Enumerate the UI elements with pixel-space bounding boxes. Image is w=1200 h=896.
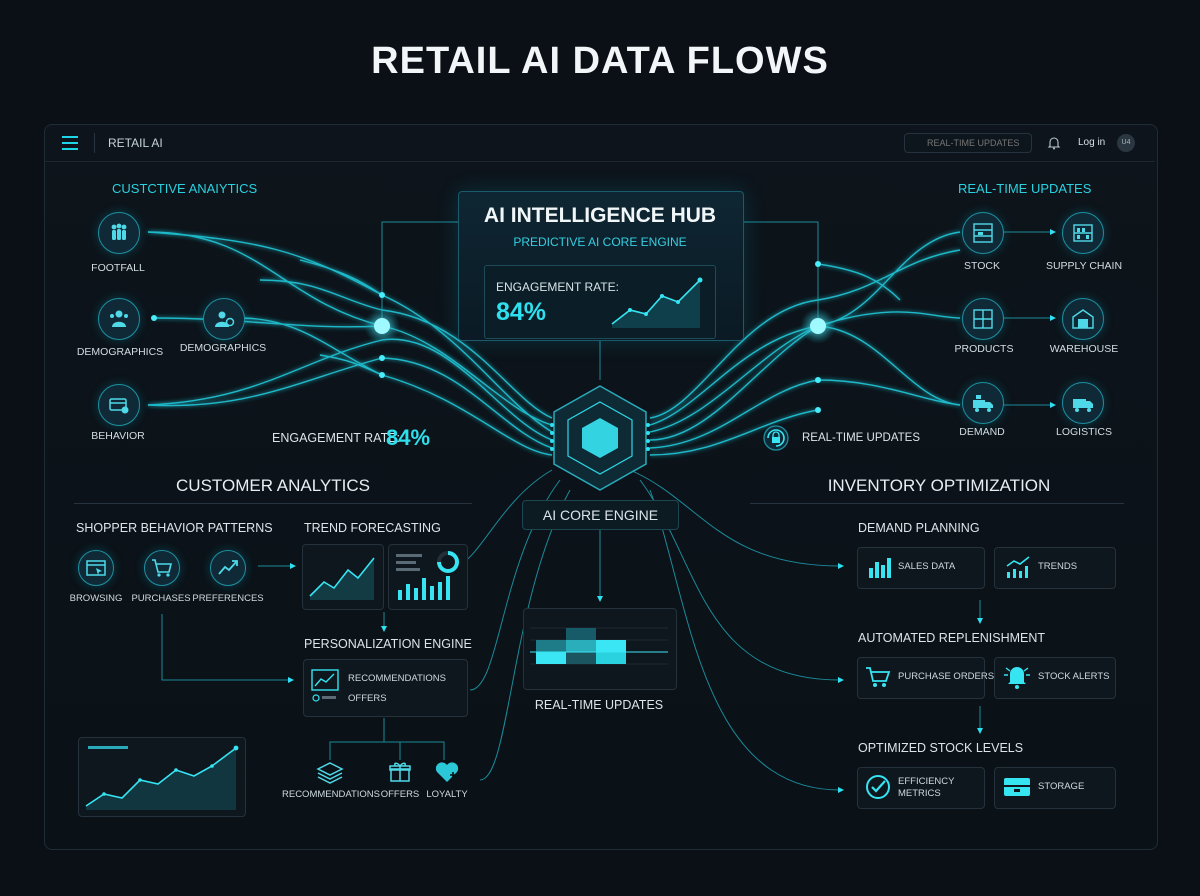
card-icon[interactable] [98,384,140,426]
personalization-card [303,659,468,717]
hub-engagement-value: 84% [496,298,547,326]
delivery-icon[interactable] [1062,382,1104,424]
search-input[interactable] [904,133,1032,153]
trends-label: TRENDS [1038,561,1078,572]
top-bar [45,125,1155,162]
rack-icon[interactable] [1062,212,1104,254]
customer-analytics-title: CUSTOMER ANALYTICS [176,476,370,495]
divider [750,503,1124,504]
people-icon[interactable] [98,212,140,254]
hub-engagement-label: ENGAGEMENT RATE: [496,280,619,294]
shopper-patterns-title: SHOPPER BEHAVIOR PATTERNS [76,521,273,535]
right-panel-header: REAL-TIME UPDATES [958,181,1092,196]
browsing-label: BROWSING [69,593,123,604]
profile-icon[interactable] [203,298,245,340]
engagement-trend-card [78,737,246,817]
footfall-label: FOOTFALL [91,262,145,274]
heart-icon[interactable] [434,760,460,784]
realtime-heatmap [530,627,668,665]
ai-core-engine-label: AI CORE ENGINE [522,500,679,530]
engagement-trend-chart [85,745,239,810]
shelf-icon[interactable] [962,212,1004,254]
sales-data-label: SALES DATA [898,561,956,572]
browser-icon[interactable] [78,550,114,586]
behavior-label: BEHAVIOR [91,430,145,442]
page-title: RETAIL AI DATA FLOWS [371,40,829,82]
output-recommendations-label: RECOMMENDATIONS [282,789,380,800]
supply-chain-label: SUPPLY CHAIN [1045,260,1123,272]
logistics-label: LOGISTICS [1055,426,1112,438]
hub-title: AI INTELLIGENCE HUB [483,204,717,227]
stock-levels-title: OPTIMIZED STOCK LEVELS [858,741,1024,755]
alert-bell-icon [1004,667,1030,689]
efficiency-metrics-label: EFFICIENCY METRICS [898,776,955,799]
products-label: PRODUCTS [954,343,1014,355]
gift-icon[interactable] [388,760,412,784]
personalization-offers: OFFERS [348,693,387,704]
trend-icon[interactable] [210,550,246,586]
avatar[interactable]: U4 [1117,134,1135,152]
cart-icon [866,667,891,687]
output-loyalty-label: LOYALTY [426,789,468,800]
warehouse-label: WAREHOUSE [1049,343,1119,355]
brand-name: RETAIL AI [108,136,163,150]
stock-label: STOCK [964,260,1000,272]
check-icon [866,775,890,799]
boxes-icon[interactable] [962,298,1004,340]
layers-icon[interactable] [316,761,344,785]
engagement-rate-value: 84% [386,425,431,450]
demand-planning-title: DEMAND PLANNING [858,521,980,535]
bars-icon [869,558,891,578]
ai-core-icon [550,385,650,491]
bell-icon[interactable] [1047,136,1061,150]
trends-card[interactable] [994,547,1116,589]
trend-forecast-chart [309,557,375,600]
preferences-label: PREFERENCES [192,593,264,604]
lock-refresh-icon [763,425,789,451]
personalization-engine-title: PERSONALIZATION ENGINE [304,637,472,651]
recommendation-screen-icon [311,669,339,702]
output-offers-label: OFFERS [380,789,420,800]
stock-alerts-label: STOCK ALERTS [1038,671,1110,682]
left-panel-header: CUSTCTIVE ANAIYTICS [112,181,258,196]
divider [94,133,95,153]
center-realtime-label: REAL-TIME UPDATES [534,698,664,712]
group-icon[interactable] [98,298,140,340]
replenishment-title: AUTOMATED REPLENISHMENT [858,631,1046,645]
warehouse-icon[interactable] [1062,298,1104,340]
truck-icon[interactable] [962,382,1004,424]
hub-subtitle: PREDICTIVE AI CORE ENGINE [513,235,687,249]
engagement-rate-label: ENGAGEMENT RATE: [272,431,401,445]
engagement-sparkline [611,277,703,328]
cart-icon[interactable] [144,550,180,586]
purchase-orders-card[interactable] [857,657,985,699]
trend-icon [1006,556,1030,578]
personalization-recommendations: RECOMMENDATIONS [348,673,446,684]
realtime-badge-label: REAL-TIME UPDATES [802,432,920,444]
menu-icon[interactable] [62,136,78,150]
storage-icon [1004,778,1030,796]
purchases-label: PURCHASES [131,593,191,604]
demographics-secondary-label: DEMOGRAPHICS [179,342,267,354]
demand-label: DEMAND [959,426,1005,438]
inventory-title: INVENTORY OPTIMIZATION [827,476,1051,495]
divider [74,503,472,504]
purchase-orders-label: PURCHASE ORDERS [898,671,995,682]
trend-summary-widget [396,551,459,600]
demographics-label: DEMOGRAPHICS [76,346,164,358]
trend-forecasting-title: TREND FORECASTING [304,521,441,535]
login-link[interactable]: Log in [1078,137,1106,148]
storage-label: STORAGE [1038,781,1085,792]
